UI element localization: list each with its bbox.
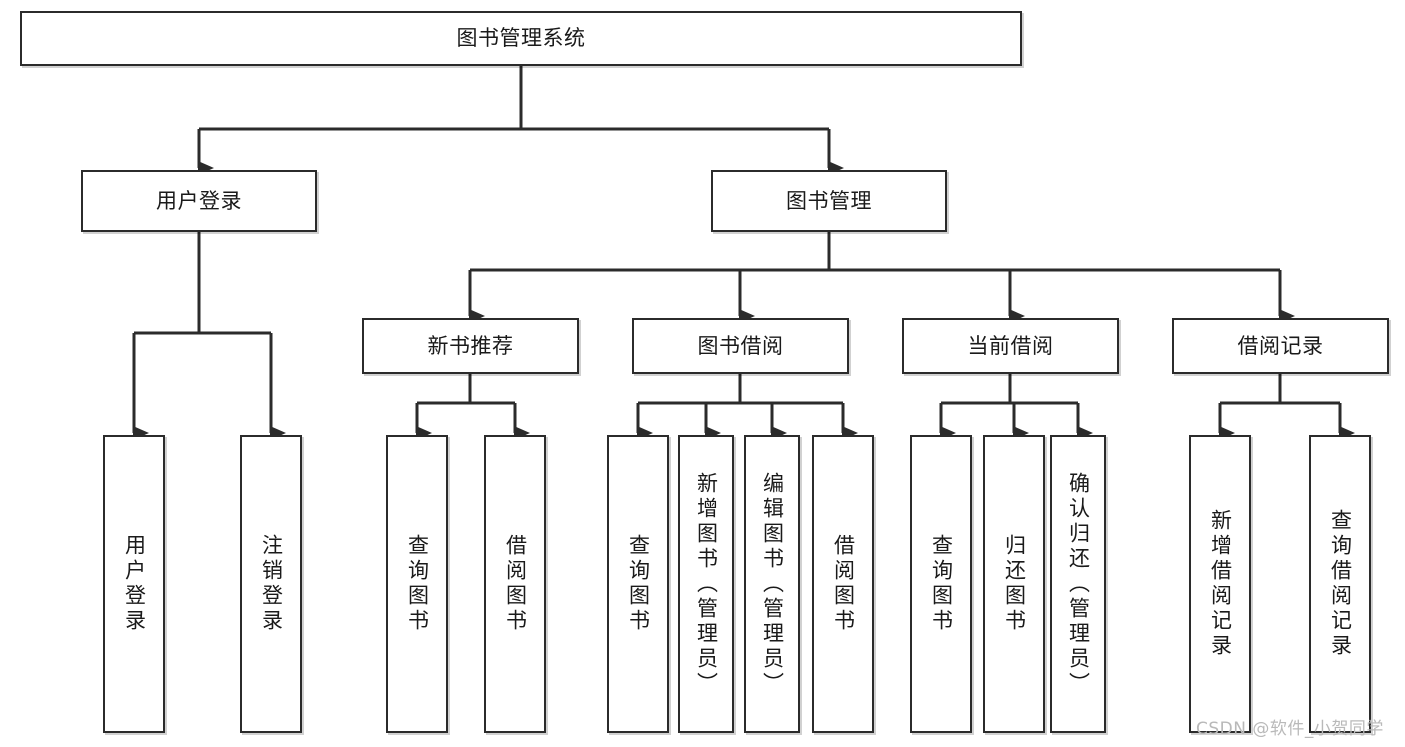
leaf-confirm-return-label: 确认归还（管理员） — [1066, 471, 1091, 697]
watermark-text: CSDN @软件_小贺同学 — [1196, 719, 1384, 739]
node-user-login-label: 用户登录 — [156, 188, 242, 213]
leaf-query-book-recommend-label: 查询图书 — [405, 534, 430, 634]
node-borrow-record-label: 借阅记录 — [1237, 333, 1324, 358]
node-book-manage-label: 图书管理 — [786, 188, 872, 213]
leaf-add-book-label: 新增图书（管理员） — [694, 471, 719, 697]
leaf-query-book-current-label: 查询图书 — [929, 534, 954, 634]
leaf-add-book[interactable]: 新增图书（管理员） — [678, 435, 734, 733]
node-current-borrow[interactable]: 当前借阅 — [902, 318, 1119, 374]
leaf-borrow-book-recommend[interactable]: 借阅图书 — [484, 435, 546, 733]
node-book-manage[interactable]: 图书管理 — [711, 170, 947, 232]
node-new-book-recommend[interactable]: 新书推荐 — [362, 318, 579, 374]
leaf-add-borrow-record-label: 新增借阅记录 — [1208, 509, 1233, 659]
leaf-query-borrow-record-label: 查询借阅记录 — [1328, 509, 1353, 659]
node-root-label: 图书管理系统 — [456, 26, 586, 51]
leaf-query-borrow-record[interactable]: 查询借阅记录 — [1309, 435, 1371, 733]
leaf-borrow-book[interactable]: 借阅图书 — [812, 435, 874, 733]
leaf-query-book-borrow[interactable]: 查询图书 — [607, 435, 669, 733]
leaf-query-book-recommend[interactable]: 查询图书 — [386, 435, 448, 733]
leaf-borrow-book-label: 借阅图书 — [831, 534, 856, 634]
node-new-book-recommend-label: 新书推荐 — [427, 333, 514, 358]
leaf-logout[interactable]: 注销登录 — [240, 435, 302, 733]
node-current-borrow-label: 当前借阅 — [967, 333, 1054, 358]
node-root[interactable]: 图书管理系统 — [20, 11, 1022, 66]
leaf-query-book-borrow-label: 查询图书 — [626, 534, 651, 634]
leaf-query-book-current[interactable]: 查询图书 — [910, 435, 972, 733]
leaf-return-book-label: 归还图书 — [1002, 534, 1027, 634]
node-book-borrow-label: 图书借阅 — [697, 333, 784, 358]
node-user-login[interactable]: 用户登录 — [81, 170, 317, 232]
leaf-user-login-label: 用户登录 — [122, 534, 147, 634]
node-borrow-record[interactable]: 借阅记录 — [1172, 318, 1389, 374]
leaf-edit-book[interactable]: 编辑图书（管理员） — [744, 435, 800, 733]
leaf-borrow-book-recommend-label: 借阅图书 — [503, 534, 528, 634]
leaf-confirm-return[interactable]: 确认归还（管理员） — [1050, 435, 1106, 733]
leaf-user-login[interactable]: 用户登录 — [103, 435, 165, 733]
leaf-logout-label: 注销登录 — [259, 534, 284, 634]
node-book-borrow[interactable]: 图书借阅 — [632, 318, 849, 374]
leaf-return-book[interactable]: 归还图书 — [983, 435, 1045, 733]
leaf-edit-book-label: 编辑图书（管理员） — [760, 471, 785, 697]
leaf-add-borrow-record[interactable]: 新增借阅记录 — [1189, 435, 1251, 733]
